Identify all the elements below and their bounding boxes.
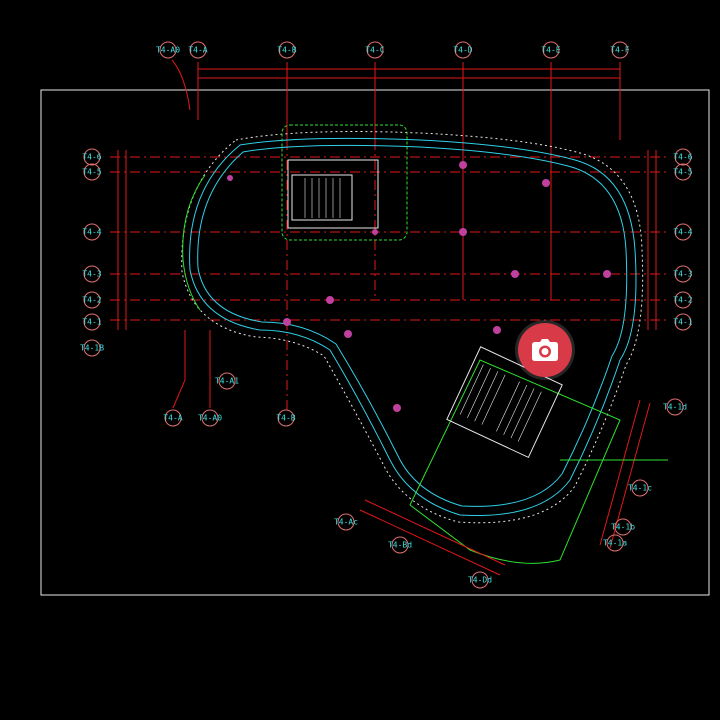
axis-bubble[interactable]: T4-2 [673,291,693,309]
svg-text:T4-Ac: T4-Ac [334,518,358,527]
axis-bubble[interactable]: T4-6 [82,148,102,166]
axis-bubble[interactable]: T4-1d [663,398,687,416]
grid-lines [110,140,670,410]
diagonal-dimension-lines [359,399,668,576]
axis-bubble[interactable]: T4-Ac [334,513,358,531]
axis-bubble[interactable]: T4-A [163,409,183,427]
stair-core-south [446,346,563,459]
svg-text:T4-6: T4-6 [673,153,692,162]
svg-text:T4-D: T4-D [453,46,472,55]
svg-text:T4-1a: T4-1a [603,539,627,548]
axis-bubble[interactable]: T4-A1 [215,372,239,390]
left-axis-bubbles: T4-6 T4-5 T4-4 T4-3 T4-2 T4-1 T4-1B [80,148,104,357]
axis-bubble[interactable]: T4-E [541,41,561,59]
top-dimension-lines [171,59,621,300]
right-axis-bubbles: T4-6 T4-5 T4-4 T4-3 T4-2 T4-1 [673,148,693,331]
bottom-axis-bubbles: T4-A T4-A0 T4-A1 T4-B [163,372,296,427]
axis-bubble[interactable]: T4-4 [82,223,102,241]
svg-text:T4-C: T4-C [365,46,384,55]
axis-bubble[interactable]: T4-3 [673,265,693,283]
svg-text:T4-1d: T4-1d [663,403,687,412]
axis-bubble[interactable]: T4-Bd [388,536,412,554]
svg-text:T4-6: T4-6 [82,153,101,162]
svg-text:T4-E: T4-E [541,46,560,55]
svg-text:T4-2: T4-2 [673,296,692,305]
axis-bubble[interactable]: T4-1 [82,313,102,331]
top-axis-bubbles: T4-A0 T4-A T4-B T4-C T4-D T4-E T4-F [156,41,630,59]
axis-bubble[interactable]: T4-A0 [198,409,222,427]
axis-bubble[interactable]: T4-Dd [468,571,492,589]
svg-text:T4-A0: T4-A0 [156,46,180,55]
axis-bubble[interactable]: T4-2 [82,291,102,309]
axis-bubble[interactable]: T4-B [276,409,296,427]
axis-bubble[interactable]: T4-1c [628,479,652,497]
axis-bubble[interactable]: T4-1 [673,313,693,331]
svg-text:T4-4: T4-4 [673,228,692,237]
svg-text:T4-A1: T4-A1 [215,377,239,386]
axis-bubble[interactable]: T4-1b [611,518,635,536]
svg-text:T4-4: T4-4 [82,228,101,237]
axis-bubble[interactable]: T4-F [610,41,630,59]
svg-text:T4-5: T4-5 [82,168,101,177]
svg-text:T4-B: T4-B [276,414,295,423]
axis-bubble[interactable]: T4-C [365,41,385,59]
svg-text:T4-A: T4-A [163,414,182,423]
axis-bubble[interactable]: T4-6 [673,148,693,166]
svg-text:T4-1b: T4-1b [611,523,635,532]
axis-bubble[interactable]: T4-B [277,41,297,59]
axis-bubble[interactable]: T4-5 [82,163,102,181]
svg-text:T4-A: T4-A [188,46,207,55]
columns [227,161,611,412]
diagonal-axis-bubbles: T4-Ac T4-Bd T4-Dd T4-1d T4-1c T4-1b T4-1… [334,398,687,589]
axis-bubble[interactable]: T4-D [453,41,473,59]
axis-bubble[interactable]: T4-4 [673,223,693,241]
axis-bubble[interactable]: T4-3 [82,265,102,283]
svg-text:T4-B: T4-B [277,46,296,55]
camera-button[interactable] [518,323,572,377]
svg-text:T4-F: T4-F [610,46,629,55]
svg-text:T4-3: T4-3 [673,270,692,279]
svg-text:T4-1c: T4-1c [628,484,652,493]
svg-text:T4-5: T4-5 [673,168,692,177]
axis-bubble[interactable]: T4-A [188,41,208,59]
svg-text:T4-A0: T4-A0 [198,414,222,423]
svg-text:T4-3: T4-3 [82,270,101,279]
svg-text:T4-1B: T4-1B [80,344,104,353]
svg-text:T4-Bd: T4-Bd [388,541,412,550]
building-outline [181,124,644,564]
axis-bubble[interactable]: T4-A0 [156,41,180,59]
axis-bubble[interactable]: T4-5 [673,163,693,181]
svg-text:T4-1: T4-1 [673,318,692,327]
svg-text:T4-1: T4-1 [82,318,101,327]
axis-bubble[interactable]: T4-1B [80,339,104,357]
camera-icon [532,339,558,361]
stair-core-north [287,159,379,229]
axis-bubble[interactable]: T4-1a [603,534,627,552]
svg-text:T4-2: T4-2 [82,296,101,305]
svg-text:T4-Dd: T4-Dd [468,576,492,585]
